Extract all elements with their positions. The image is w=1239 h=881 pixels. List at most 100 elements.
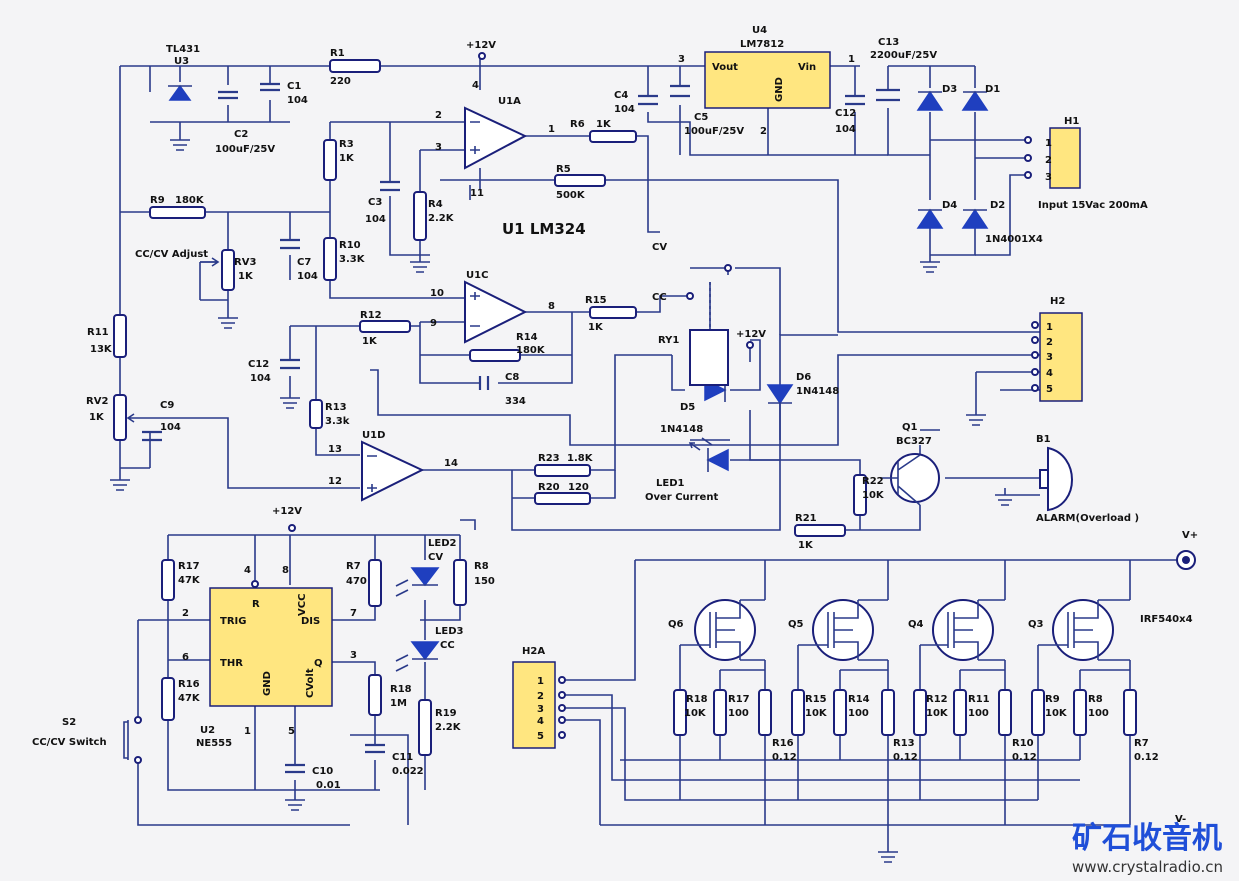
component-label: Vout <box>712 62 738 73</box>
component-label: 104 <box>614 104 635 115</box>
component-label: 1 <box>537 676 544 687</box>
component-label: 1 <box>848 54 855 65</box>
component-label: 2200uF/25V <box>870 50 937 61</box>
component-label: R15 <box>805 694 827 705</box>
component-label: 1.8K <box>567 453 594 464</box>
component-label: 10K <box>862 490 885 501</box>
component-label: U4 <box>752 25 767 36</box>
component-label: DIS <box>301 616 320 627</box>
component-label: +12V <box>272 506 302 517</box>
component-label: 334 <box>505 396 526 407</box>
component-label: R20 <box>538 482 560 493</box>
component-label: BC327 <box>896 436 932 447</box>
component-label: 10K <box>1045 708 1068 719</box>
component-label: C8 <box>505 372 519 383</box>
component-label: C5 <box>694 112 708 123</box>
component-label: S2 <box>62 717 76 728</box>
component-label: 1 <box>548 124 555 135</box>
component-label: R17 <box>178 561 200 572</box>
component-label: 100 <box>728 708 749 719</box>
component-label: 2 <box>537 691 544 702</box>
component-label: H2 <box>1050 296 1065 307</box>
component-label: 2 <box>1046 337 1053 348</box>
component-label: +12V <box>736 329 766 340</box>
component-label: 104 <box>160 422 181 433</box>
component-label: CVolt <box>305 668 316 698</box>
component-label: C7 <box>297 257 311 268</box>
component-label: CC/CV Adjust <box>135 249 208 260</box>
component-label: Q4 <box>908 619 924 630</box>
component-label: D2 <box>990 200 1005 211</box>
component-label: R10 <box>339 240 361 251</box>
component-label: Q1 <box>902 422 918 433</box>
component-label: GND <box>262 671 273 696</box>
component-label: 1N4148 <box>660 424 703 435</box>
component-label: 13K <box>90 344 113 355</box>
component-label: LED1 <box>656 478 685 489</box>
header-h1 <box>1049 127 1081 189</box>
component-label: 2.2K <box>435 722 462 733</box>
component-label: R16 <box>772 738 794 749</box>
component-label: CV <box>428 552 443 563</box>
component-label: R7 <box>1134 738 1149 749</box>
component-label: R11 <box>968 694 990 705</box>
component-label: 470 <box>346 576 367 587</box>
component-label: Q3 <box>1028 619 1044 630</box>
component-label: 2 <box>435 110 442 121</box>
cv-label: CV <box>652 242 667 253</box>
component-label: 3.3K <box>339 254 366 265</box>
component-label: R12 <box>926 694 948 705</box>
component-label: R6 <box>570 119 585 130</box>
component-label: 47K <box>178 693 201 704</box>
component-label: 4 <box>537 716 544 727</box>
component-label: 6 <box>182 652 189 663</box>
component-label: 5 <box>1046 384 1053 395</box>
component-label: R4 <box>428 199 443 210</box>
component-label: 10K <box>684 708 707 719</box>
component-label: C11 <box>392 752 413 763</box>
component-label: 3 <box>1046 352 1053 363</box>
component-label: 5 <box>537 731 544 742</box>
component-label: 1 <box>244 726 251 737</box>
component-label: 1K <box>339 153 355 164</box>
component-label: C4 <box>614 90 628 101</box>
component-label: VCC <box>297 594 308 616</box>
component-label: 8 <box>282 565 289 576</box>
component-label: R22 <box>862 476 884 487</box>
component-label: 0.12 <box>1012 752 1037 763</box>
wires <box>119 58 1178 840</box>
component-label: C10 <box>312 766 333 777</box>
component-label: R9 <box>1045 694 1060 705</box>
component-label: R14 <box>516 332 538 343</box>
component-label: R18 <box>390 684 412 695</box>
header-h2a <box>512 661 556 749</box>
component-label: 1K <box>362 336 378 347</box>
op-amp-pins <box>367 121 481 492</box>
component-label: 14 <box>444 458 458 469</box>
resistors <box>113 59 1137 756</box>
component-label: 1K <box>238 271 254 282</box>
component-label: 120 <box>568 482 589 493</box>
component-label: 1K <box>798 540 814 551</box>
component-label: 100 <box>1088 708 1109 719</box>
component-label: 3 <box>435 142 442 153</box>
component-label: C9 <box>160 400 174 411</box>
component-label: CC <box>440 640 455 651</box>
watermark-url: www.crystalradio.cn <box>1072 858 1223 876</box>
component-label: R8 <box>1088 694 1103 705</box>
component-label: U2 <box>200 725 215 736</box>
component-label: 180K <box>516 345 546 356</box>
r1-val: 220 <box>330 76 351 87</box>
component-label: V- <box>1175 814 1186 825</box>
component-label: 1K <box>89 412 105 423</box>
component-label: 3 <box>350 650 357 661</box>
component-label: Q6 <box>668 619 684 630</box>
u1-title: U1 LM324 <box>502 220 586 238</box>
component-label: 150 <box>474 576 495 587</box>
c1-val: 104 <box>287 95 308 106</box>
c1-ref: C1 <box>287 81 301 92</box>
component-label: ALARM(Overload ) <box>1036 513 1139 524</box>
component-label: NE555 <box>196 738 232 749</box>
component-label: 12 <box>328 476 342 487</box>
component-label: 3 <box>537 704 544 715</box>
